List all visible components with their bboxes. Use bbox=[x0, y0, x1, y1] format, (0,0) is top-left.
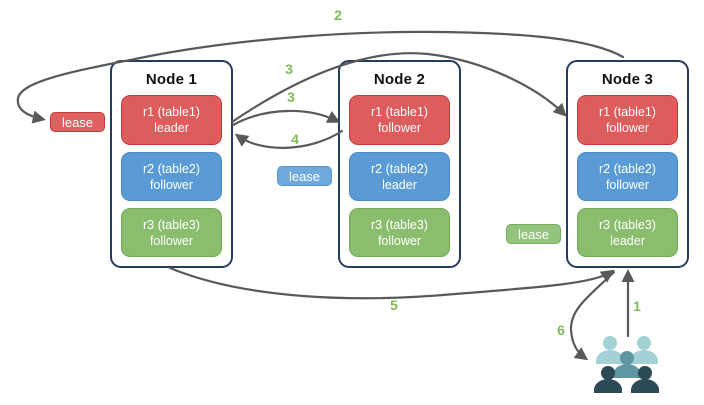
users-icon bbox=[594, 336, 659, 393]
node-3-replica-r3: r3 (table3) leader bbox=[577, 208, 678, 257]
replica-role: leader bbox=[382, 177, 417, 192]
node-1: Node 1 r1 (table1) leader r2 (table2) fo… bbox=[110, 60, 233, 268]
step-label-4: 4 bbox=[291, 131, 299, 147]
replica-role: follower bbox=[377, 121, 422, 135]
replica-name: r1 (table1) bbox=[371, 105, 428, 119]
replica-name: r2 (table2) bbox=[143, 161, 200, 176]
replica-name: r1 (table1) bbox=[143, 105, 200, 119]
replica-name: r3 (table3) bbox=[599, 217, 656, 232]
node-1-replica-r3: r3 (table3) follower bbox=[121, 208, 222, 257]
step-label-3b: 3 bbox=[287, 89, 295, 105]
step-label-2: 2 bbox=[334, 7, 342, 23]
arrow-step-5 bbox=[168, 266, 615, 300]
node-1-replica-r2: r2 (table2) follower bbox=[121, 152, 222, 201]
replica-role: follower bbox=[605, 121, 650, 135]
step-label-6: 6 bbox=[557, 322, 565, 338]
users-back-row bbox=[596, 336, 658, 364]
node-1-title: Node 1 bbox=[145, 71, 198, 88]
step-label-3a: 3 bbox=[285, 61, 293, 77]
node-1-replica-r1: r1 (table1) leader bbox=[121, 95, 222, 145]
node-3-title: Node 3 bbox=[601, 71, 654, 88]
lease-badge-table3: lease bbox=[506, 224, 561, 244]
replica-role: follower bbox=[149, 233, 194, 248]
replica-name: r3 (table3) bbox=[371, 217, 428, 232]
replica-role: follower bbox=[149, 177, 194, 192]
replica-role: leader bbox=[154, 121, 189, 135]
lease-badge-table1: lease bbox=[50, 112, 105, 132]
replica-role: follower bbox=[605, 177, 650, 192]
node-3-replica-r1: r1 (table1) follower bbox=[577, 95, 678, 145]
node-2-replica-r3: r3 (table3) follower bbox=[349, 208, 450, 257]
node-2-replica-r2: r2 (table2) leader bbox=[349, 152, 450, 201]
replica-name: r3 (table3) bbox=[143, 217, 200, 232]
arrow-step-2 bbox=[16, 30, 625, 124]
replica-role: follower bbox=[377, 233, 422, 248]
users-middle-person bbox=[613, 351, 641, 378]
step-label-5: 5 bbox=[390, 297, 398, 313]
arrow-step-6 bbox=[569, 270, 616, 361]
replica-name: r1 (table1) bbox=[599, 105, 656, 119]
node-2-replica-r1: r1 (table1) follower bbox=[349, 95, 450, 145]
node-3-replica-r2: r2 (table2) follower bbox=[577, 152, 678, 201]
step-label-1: 1 bbox=[633, 298, 641, 314]
lease-badge-table2: lease bbox=[277, 166, 332, 186]
replica-role: leader bbox=[610, 233, 645, 248]
replica-name: r2 (table2) bbox=[599, 161, 656, 176]
node-2: Node 2 r1 (table1) follower r2 (table2) … bbox=[338, 60, 461, 268]
node-3: Node 3 r1 (table1) follower r2 (table2) … bbox=[566, 60, 689, 268]
node-2-title: Node 2 bbox=[373, 71, 426, 88]
arrow-step-3-to-node2 bbox=[231, 109, 341, 127]
replica-name: r2 (table2) bbox=[371, 161, 428, 176]
users-front-row bbox=[594, 366, 659, 393]
